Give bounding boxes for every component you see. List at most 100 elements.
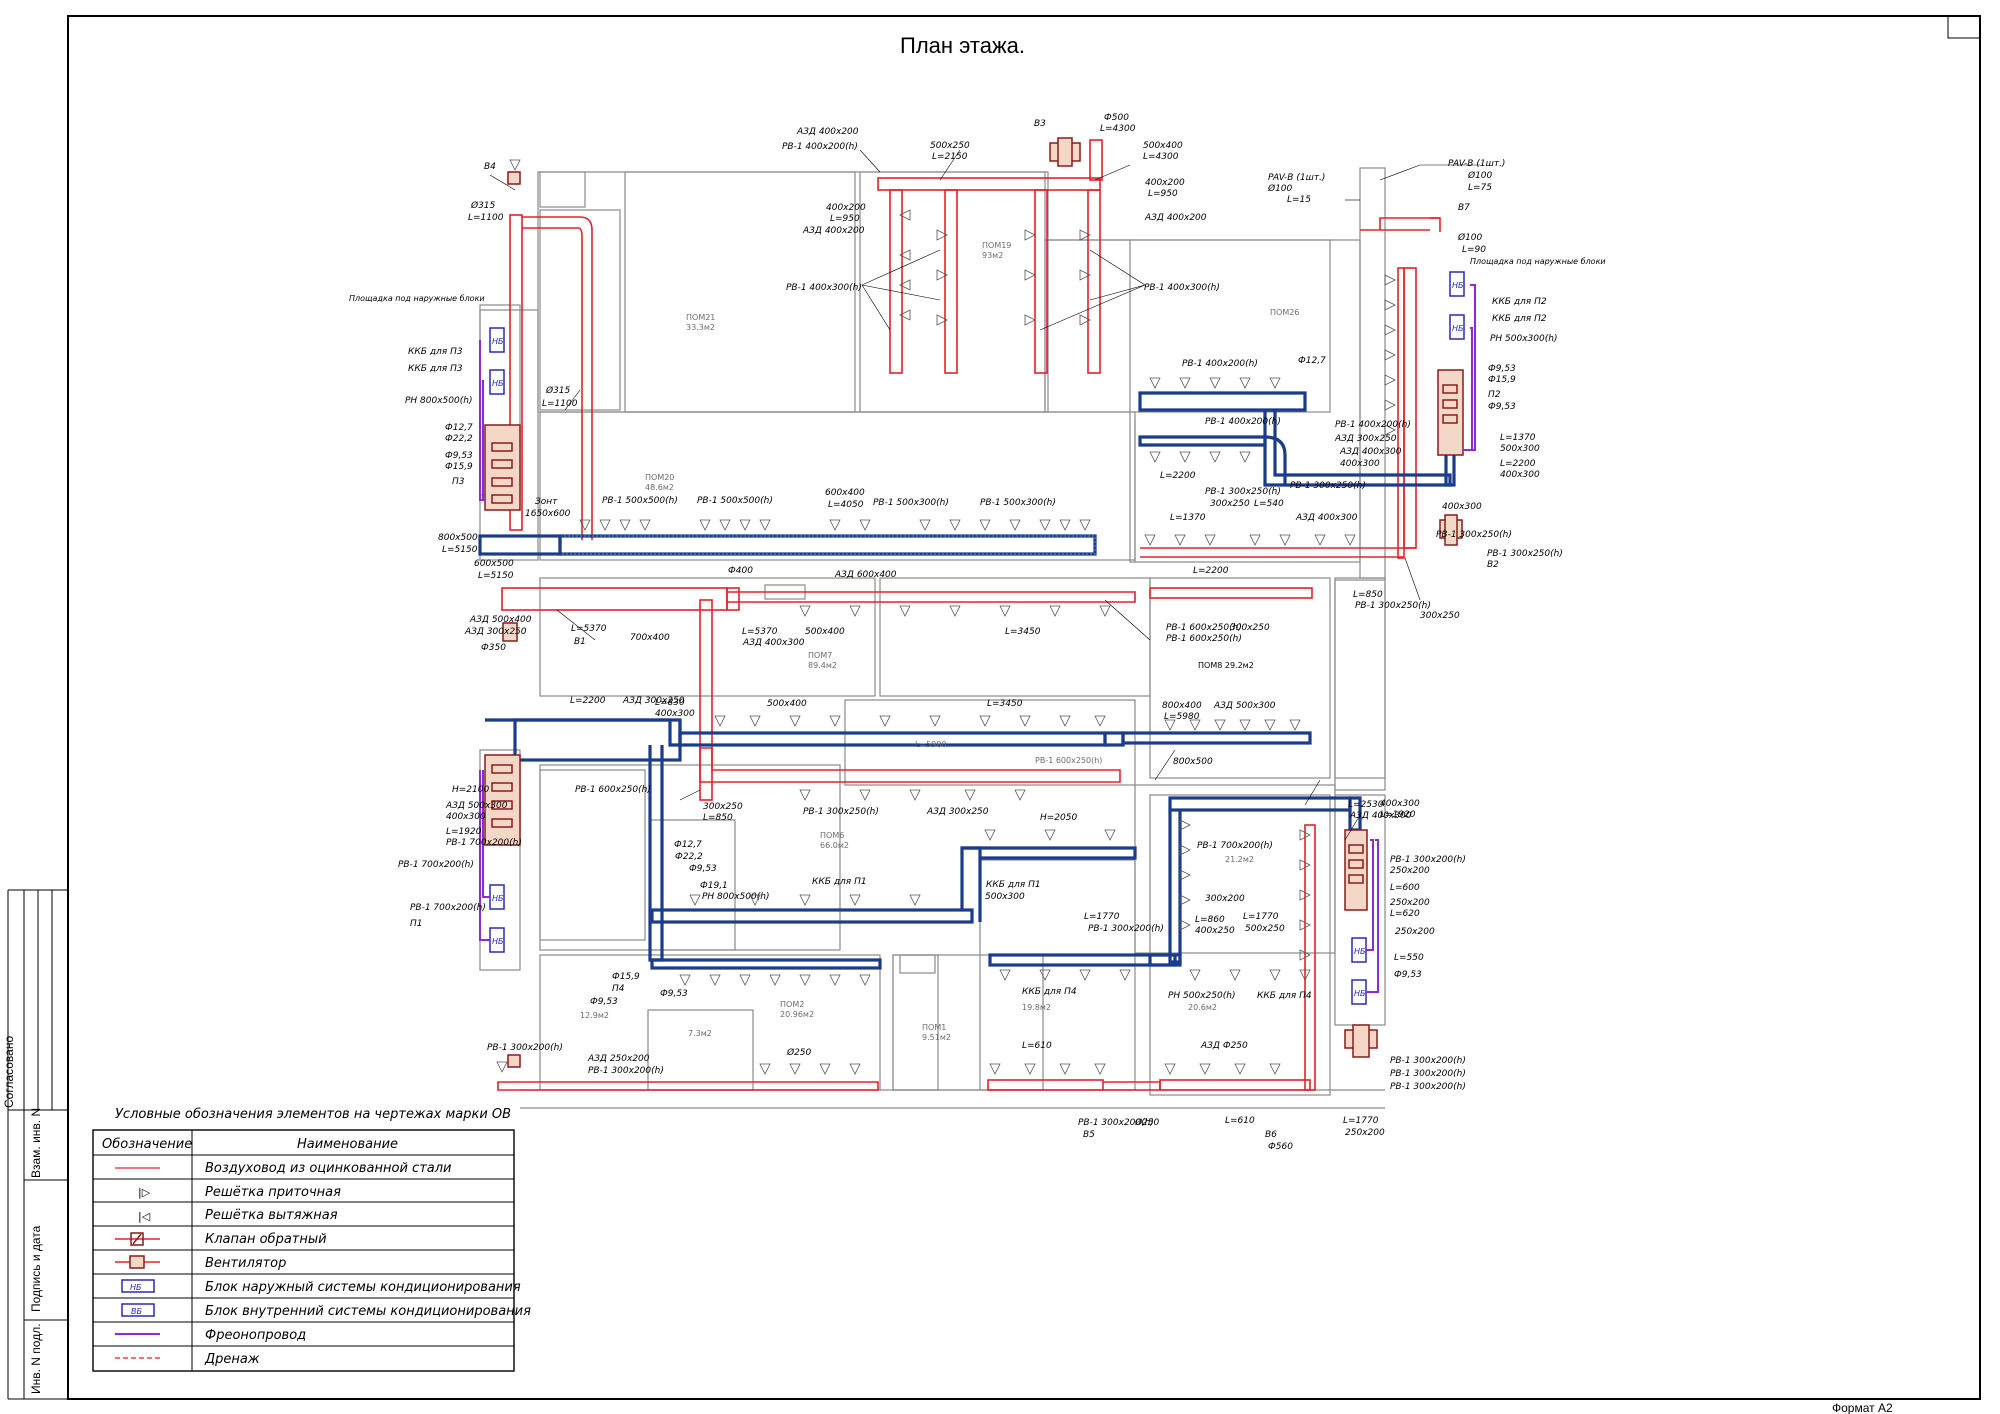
outdoor-unit-icon: НБ (1351, 937, 1367, 963)
annotation: РВ-1 500х300(h) (873, 498, 949, 508)
annotation: Ф19,1 (700, 881, 728, 891)
outdoor-unit-icon: НБ (1449, 314, 1465, 340)
legend: Условные обозначения элементов на чертеж… (92, 1107, 531, 1372)
annotation: 300х250 (1230, 623, 1270, 633)
supply-unit-p1 (484, 754, 521, 846)
supply-unit-p2 (1437, 369, 1464, 456)
indoor-unit-icon: ВБ (121, 1303, 155, 1317)
annotation: АЗД 250х200 (587, 1054, 650, 1064)
outdoor-unit-icon: НБ (489, 369, 505, 395)
svg-text:НБ: НБ (1452, 324, 1464, 333)
annotation: L=5370 (571, 624, 607, 634)
annotation: L=850 (703, 813, 733, 823)
annotation: Ф9,53 (1394, 970, 1422, 980)
annotation: 400х200 (826, 203, 866, 213)
annotation: L=2150 (932, 152, 968, 162)
side-stamp: Согласовано Взам. инв. N Подпись и дата … (2, 889, 68, 1400)
annotation: В6 (1265, 1130, 1277, 1140)
annotation: АЗД 600х400 (834, 570, 897, 580)
svg-text:НБ: НБ (1354, 947, 1366, 956)
legend-title: Условные обозначения элементов на чертеж… (115, 1107, 511, 1122)
annotation: РВ-1 500х500(h) (602, 496, 678, 506)
outdoor-unit-icon: НБ (1351, 979, 1367, 1005)
annotation: Н=2100 (452, 785, 489, 795)
annotation: РВ-1 400х200(h) (1335, 420, 1411, 430)
annotation: РВ-1 700х200(h) (398, 860, 474, 870)
annotation: В5 (1083, 1130, 1095, 1140)
annotation: Ф9,53 (1488, 402, 1516, 412)
annotation: 500х300 (985, 892, 1025, 902)
annotation: В2 (1487, 560, 1499, 570)
annotation: РВ-1 300х250(h) (1205, 487, 1281, 497)
room-area: 21.2м2 (1225, 855, 1254, 864)
annotation: ККБ для П3 (408, 364, 463, 374)
format-label: Формат А2 (1832, 1401, 1893, 1414)
annotation: PAV-B (1шт.) (1268, 173, 1325, 183)
annotation: РВ-1 500х500(h) (697, 496, 773, 506)
annotation: Ø100 (1467, 170, 1493, 181)
leader-lines (489, 149, 1480, 841)
annotation: РВ-1 700х200(h) (1197, 841, 1273, 851)
supply-units (484, 369, 1464, 911)
page-title: План этажа. (900, 33, 1025, 58)
room-name: ПОМ1 (922, 1023, 946, 1032)
annotation: L=90 (1462, 245, 1486, 255)
annotation: 800х500 (438, 533, 478, 543)
annotation: РВ-1 600х250(h) (1166, 634, 1242, 644)
room-labels: ПОМ19 93м2 ПОМ21 33.3м2 ПОМ26 ПОМ20 48.6… (580, 241, 1299, 1042)
annotation: АЗД 300х250 (464, 627, 527, 637)
annotation: 400х300 (1500, 470, 1540, 480)
check-valve-icon (115, 1232, 160, 1246)
annotation: РВ-1 300х200(h) (1390, 1082, 1466, 1092)
annotation: АЗД 400х200 (796, 127, 859, 137)
annotation: 400х200 (1145, 178, 1185, 188)
annotation: L=1920 (1380, 810, 1416, 820)
annotation: Ф15,9 (1488, 375, 1516, 385)
annotation: L=1370 (1500, 433, 1536, 443)
annotation: Ф15,9 (445, 462, 473, 472)
annotation: РВ-1 300х250(h) (1355, 601, 1431, 611)
annotation: 500х250 (1245, 924, 1285, 934)
annotation: РВ-1 300х200(h) (1088, 924, 1164, 934)
room-area: 66.0м2 (820, 841, 849, 850)
annotation: Площадка под наружные блоки (349, 294, 485, 303)
annotation: РВ-1 300х250(h) (1290, 481, 1366, 491)
annotation: РВ-1 600х250(h) (575, 785, 651, 795)
annotation: АЗД 400х200 (1144, 213, 1207, 223)
annotation: L=5370 (742, 627, 778, 637)
annotation: Ф9,53 (590, 997, 618, 1007)
room-area: 20.6м2 (1188, 1003, 1217, 1012)
supply-grille-icon: |▷ (138, 1186, 151, 1199)
outdoor-unit-icon: НБ (489, 927, 505, 953)
svg-text:НБ: НБ (1452, 281, 1464, 290)
annotation: РВ-1 600х250(h) (1035, 756, 1102, 765)
annotation: 1650х600 (525, 509, 571, 519)
room-area: 9.51м2 (922, 1033, 951, 1042)
annotation: Площадка под наружные блоки (1470, 257, 1606, 266)
annotation: РВ-1 500х300(h) (980, 498, 1056, 508)
annotation: 400х250 (1195, 926, 1235, 936)
annotation: 500х400 (805, 627, 845, 637)
svg-text:НБ: НБ (492, 379, 504, 388)
annotation: АЗД 400х300 (1349, 811, 1412, 821)
freon-lines (479, 284, 1476, 993)
annotation: Ø315 (470, 200, 496, 211)
stamp-agreed: Согласовано (2, 1036, 16, 1108)
room-area: 19.8м2 (1022, 1003, 1051, 1012)
room-name: ПОМ19 (982, 241, 1011, 250)
annotation: РВ-1 300х200(h) (1390, 1069, 1466, 1079)
fan-icon (1439, 514, 1463, 546)
annotation: РН 800х500(h) (702, 892, 769, 902)
annotation: РВ-1 300х200(h) (588, 1066, 664, 1076)
legend-row-name: Решётка приточная (205, 1185, 341, 1200)
annotation: L=2200 (1160, 471, 1196, 481)
annotation: РВ-1 400х200(h) (782, 142, 858, 152)
annotation: L=1770 (1084, 912, 1120, 922)
room-name: ПОМ7 (808, 651, 832, 660)
annotation: L=3450 (987, 699, 1023, 709)
exhaust-grille-icon: |◁ (138, 1210, 151, 1223)
legend-row-name: Дренаж (204, 1352, 260, 1367)
annotation: 300х250 (703, 802, 743, 812)
annotation: РВ-1 300х200(h) (1078, 1118, 1154, 1128)
